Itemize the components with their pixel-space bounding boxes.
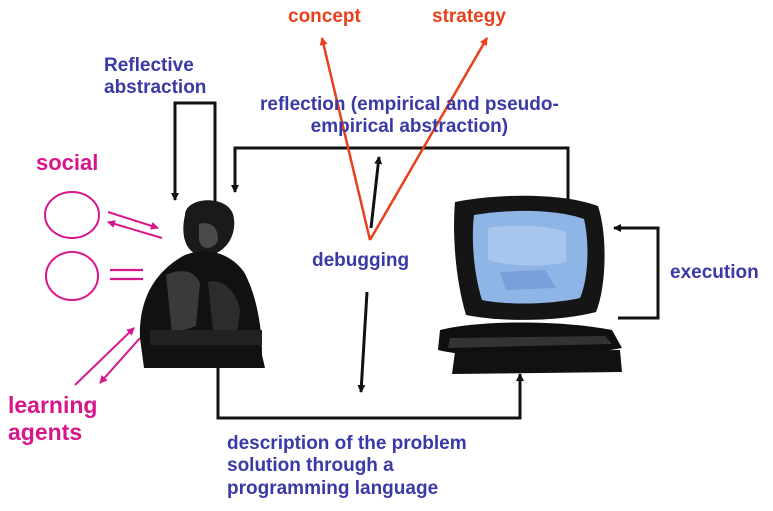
seated-person-sketch-icon: [139, 200, 265, 368]
execution-loop: [613, 224, 660, 320]
learning-agents-line-1: learning: [8, 392, 98, 418]
reflection-arrow: [231, 146, 570, 200]
reflective-abstraction-line-1: Reflective: [104, 55, 194, 76]
concept-label: concept: [288, 6, 361, 27]
reflection-line-1: reflection (empirical and pseudo-: [260, 94, 559, 115]
reflective-abstraction-line-2: abstraction: [104, 77, 207, 99]
reflective-abstraction-label: Reflective abstraction: [104, 55, 206, 100]
social-arrow-1: [107, 211, 159, 230]
description-line-3: programming language: [227, 477, 439, 499]
description-line-2: solution through a: [227, 455, 394, 477]
description-arrow: [216, 368, 524, 420]
computer-monitor-sketch-icon: [438, 195, 622, 374]
strategy-arrow: [368, 37, 489, 241]
reflective-abstraction-loop: [171, 101, 217, 208]
debugging-up-arrow: [369, 156, 383, 229]
learning-agents-line-2: agents: [8, 419, 83, 446]
concept-arrow: [319, 37, 372, 241]
reflection-line-2: empirical abstraction): [310, 116, 509, 138]
description-label: description of the problem solution thro…: [227, 433, 467, 500]
social-circle-upper: [44, 191, 100, 239]
social-arrow-2: [107, 220, 163, 239]
learning-agents-arrow-2: [99, 337, 141, 384]
strategy-label: strategy: [432, 6, 506, 27]
debugging-label: debugging: [312, 250, 410, 271]
social-circle-lower: [45, 251, 99, 301]
reflection-label: reflection (empirical and pseudo- empiri…: [260, 94, 559, 139]
social-label: social: [36, 150, 99, 175]
description-line-1: description of the problem: [227, 433, 467, 454]
debugging-down-arrow: [357, 291, 369, 393]
learning-agents-arrow-1: [74, 327, 135, 386]
learning-agents-label: learning agents: [8, 392, 97, 446]
execution-label: execution: [670, 262, 759, 283]
